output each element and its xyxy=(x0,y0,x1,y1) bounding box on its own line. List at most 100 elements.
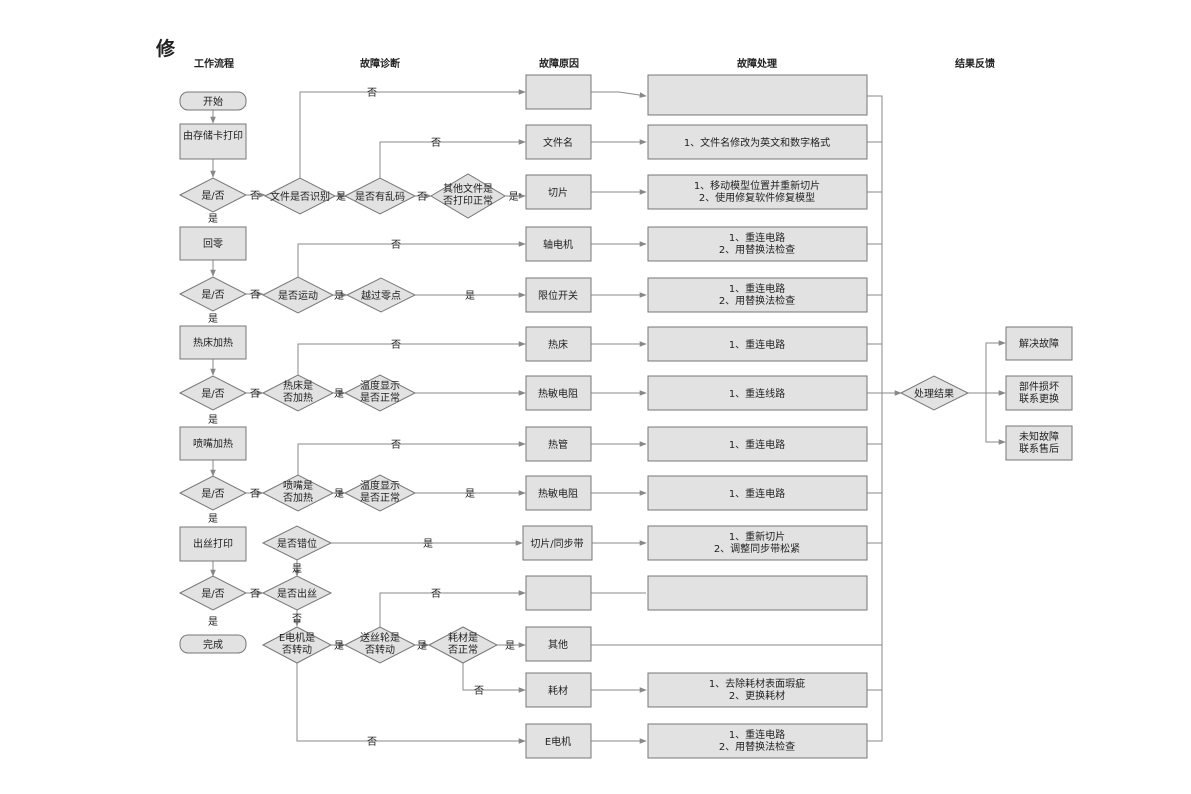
cause-box xyxy=(525,174,592,210)
cause-box-empty xyxy=(525,74,592,110)
header-fix: 故障处理 xyxy=(737,57,777,70)
label-line: 2、用替换法检查 xyxy=(719,243,795,256)
decision-diamond xyxy=(178,575,248,611)
decision-label: 是/否 xyxy=(201,388,224,400)
cause-box xyxy=(525,475,592,511)
label-line: 2、用替换法检查 xyxy=(719,740,795,753)
cause-label: 热管 xyxy=(548,438,568,451)
decision-diamond xyxy=(178,177,248,213)
edge-yes: 是 xyxy=(334,488,344,500)
edge-no: 否 xyxy=(250,588,260,600)
fix-box xyxy=(647,723,868,759)
step-print-from-card xyxy=(179,123,247,160)
step-label: 回零 xyxy=(203,238,223,250)
diag-other-file xyxy=(430,173,506,219)
label-line: 联系更换 xyxy=(1019,392,1059,405)
cause-label: 热敏电阻 xyxy=(538,487,578,500)
label-line: 1、重连电路 xyxy=(729,338,785,351)
start-label: 开始 xyxy=(203,95,223,108)
cause-label: 热床 xyxy=(548,338,568,351)
diag-past-zero xyxy=(345,277,417,313)
decision-label: 是/否 xyxy=(201,588,224,600)
edge-yes: 是 xyxy=(334,640,344,652)
workflow-column: 开始 由存储卡打印 回零 热床加热 喷嘴加热 出丝打印 完成 是/否 是/否 是… xyxy=(178,91,248,654)
diagnosis-column: 文件是否识别 是否有乱码 其他文件是否打印正常 是否运动 越过零点 热床是否加热… xyxy=(261,173,506,664)
label-line: 1、重连电路 xyxy=(729,282,785,295)
outcome-box xyxy=(1005,425,1073,461)
diag-label: 是否错位 xyxy=(277,537,317,550)
label-line: 送丝轮是 xyxy=(360,631,400,644)
edge-no: 否 xyxy=(250,388,260,400)
fix-box xyxy=(647,326,868,362)
diag-label: 耗材是否正常 xyxy=(448,631,478,656)
label-line: 温度显示 xyxy=(360,379,400,392)
label-line: 耗材是 xyxy=(448,631,478,644)
cause-label: 切片 xyxy=(548,186,568,199)
diag-feed-wheel xyxy=(343,626,417,664)
label-line: 否加热 xyxy=(283,491,313,504)
result-diamond xyxy=(899,375,970,411)
label-line: 部件损坏 xyxy=(1019,380,1059,393)
diag-label: E电机是否转动 xyxy=(279,631,315,656)
diag-label: 温度显示是否正常 xyxy=(360,479,400,504)
header-cause: 故障原因 xyxy=(539,57,579,70)
diag-temp-display-2 xyxy=(343,474,417,512)
cause-label: 其他 xyxy=(548,638,568,651)
edge-yes: 是 xyxy=(208,313,218,325)
edge-no: 否 xyxy=(367,736,377,748)
fix-label: 1、文件名修改为英文和数字格式 xyxy=(684,136,830,149)
label-line: 温度显示 xyxy=(360,479,400,492)
cause-box xyxy=(525,124,592,160)
fix-box xyxy=(647,525,868,561)
label-line: 其他文件是 xyxy=(443,182,493,195)
fix-box xyxy=(647,672,868,708)
step-bed-heating xyxy=(179,325,247,360)
cause-label: E电机 xyxy=(545,735,571,748)
fix-box-empty xyxy=(647,575,868,611)
decision-label: 是/否 xyxy=(201,190,224,202)
edge-yes: 是 xyxy=(417,640,427,652)
edge-no: 否 xyxy=(250,488,260,500)
diag-filament-ok xyxy=(427,626,499,664)
edge-yes: 是 xyxy=(465,488,475,500)
diag-temp-display xyxy=(343,374,417,412)
cause-box xyxy=(525,277,592,313)
label-line: 1、重新切片 xyxy=(729,530,785,543)
step-label: 出丝打印 xyxy=(193,537,233,550)
end-node xyxy=(179,634,247,654)
edge-yes: 是 xyxy=(208,616,218,628)
fix-box xyxy=(647,124,868,160)
label-line: 1、重连电路 xyxy=(729,438,785,451)
label-line: 热床是 xyxy=(283,379,313,392)
edge-no: 否 xyxy=(431,137,441,149)
cause-label: 切片/同步带 xyxy=(530,537,583,550)
page-title: 修 xyxy=(155,37,176,60)
edge-no: 否 xyxy=(391,339,401,351)
cause-box xyxy=(525,626,592,662)
label-line: E电机是 xyxy=(279,631,315,644)
label-line: 2、用替换法检查 xyxy=(719,294,795,307)
edge-yes: 是 xyxy=(334,290,344,302)
cause-label: 轴电机 xyxy=(543,238,573,251)
edge-yes: 是 xyxy=(465,290,475,302)
diag-label: 文件是否识别 xyxy=(270,190,330,203)
edge-yes: 是 xyxy=(208,513,218,525)
diag-misaligned xyxy=(261,525,333,561)
edge-no: 否 xyxy=(292,613,302,625)
result-label: 处理结果 xyxy=(914,387,954,400)
label-line: 喷嘴是 xyxy=(283,480,313,492)
connector-lines xyxy=(210,89,1006,744)
cause-box xyxy=(525,326,592,362)
label-line: 解决故障 xyxy=(1019,337,1059,350)
decision-diamond xyxy=(178,475,248,511)
fix-box-empty xyxy=(647,74,868,116)
edge-no: 否 xyxy=(391,439,401,451)
fix-label: 1、重连电路 xyxy=(729,487,785,500)
diag-extruding xyxy=(261,575,333,611)
step-nozzle-heating xyxy=(179,426,247,461)
diag-label: 其他文件是否打印正常 xyxy=(443,182,493,207)
